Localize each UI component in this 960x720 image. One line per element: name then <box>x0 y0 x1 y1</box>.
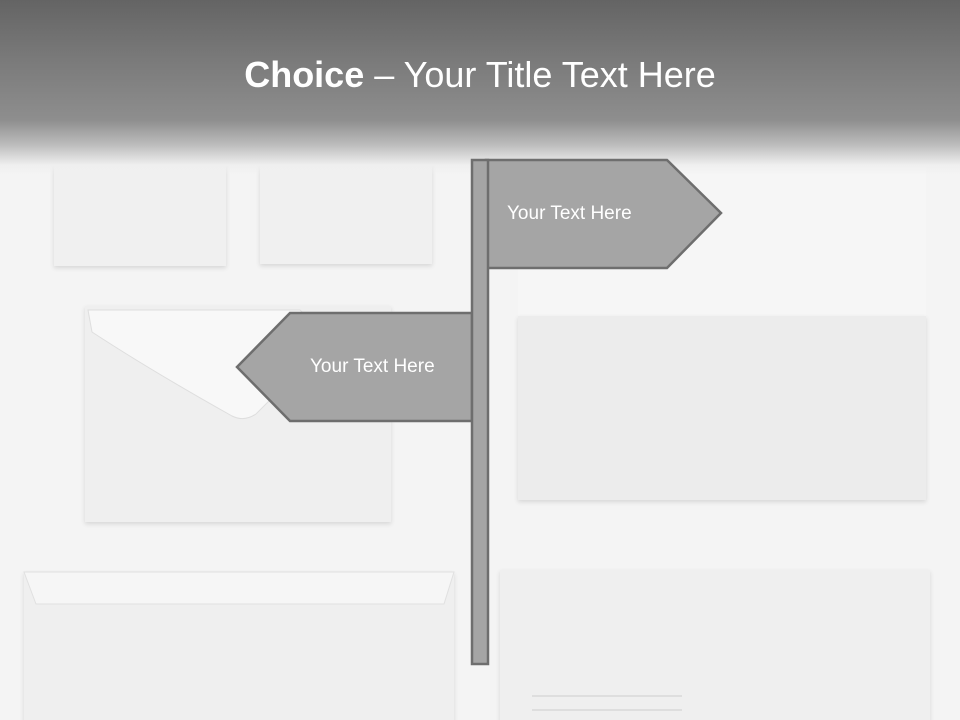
title-bold: Choice <box>244 54 365 95</box>
letterhead-sheet <box>518 316 926 500</box>
long-envelope-flap <box>23 571 455 605</box>
bottom-right-sheet <box>500 570 930 720</box>
title-banner <box>0 0 960 175</box>
title-rest: – Your Title Text Here <box>364 54 716 95</box>
sign-label-left: Your Text Here <box>310 356 435 377</box>
sign-post <box>470 158 490 666</box>
sign-label-right: Your Text Here <box>507 203 632 224</box>
page-title: Choice – Your Title Text Here <box>0 52 960 98</box>
